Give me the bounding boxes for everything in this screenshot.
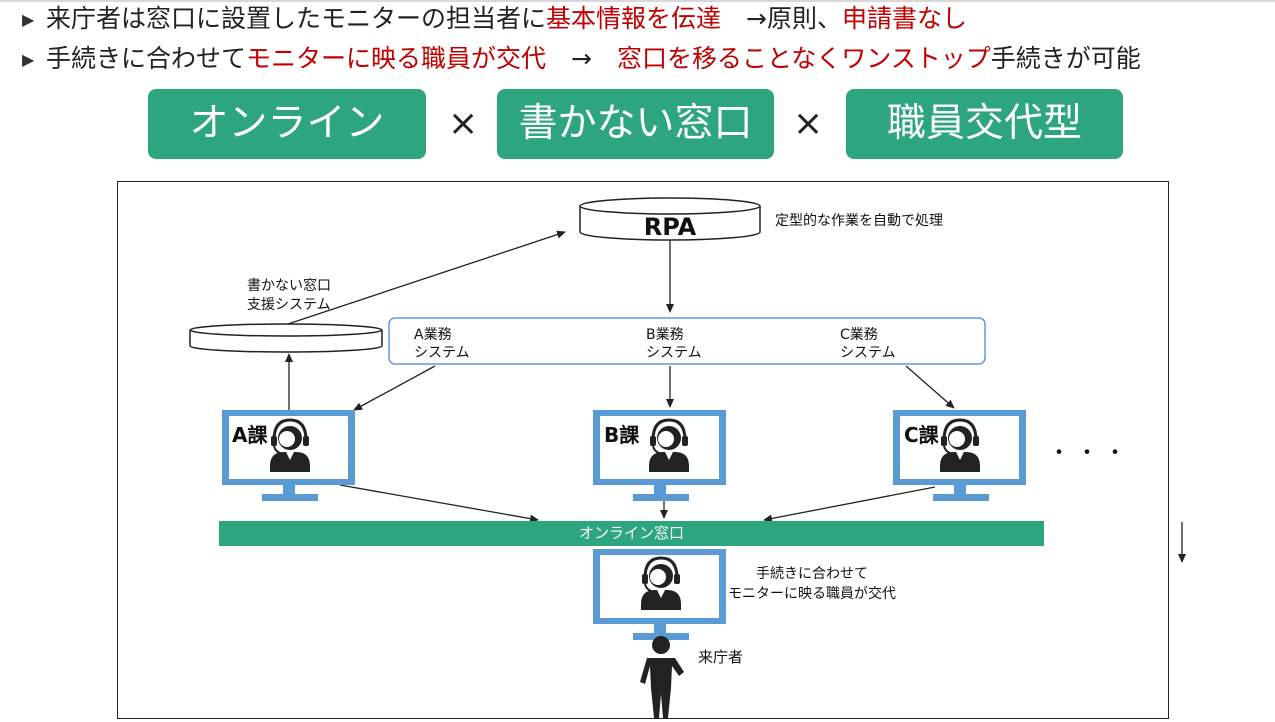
rpa-note: 定型的な作業を自動で処理 [775,213,943,229]
top-rule [0,0,1275,2]
arrow-support-to-rpa [287,230,566,325]
monitor-a [222,410,355,501]
arrow-a-to-online [339,484,539,523]
times-sign-1: × [448,103,479,144]
monitor-visitor [593,549,726,640]
header-line-1-text: 来庁者は窓口に設置したモニターの担当者に [46,4,547,33]
section-a-label: A課 [232,423,268,447]
arrow-c-to-online [763,486,936,523]
system-b-label-2: システム [646,345,702,361]
visitor-person-icon [640,636,684,718]
more-sections-ellipsis: ・・・ [1048,441,1133,466]
header-line-2-arrow-text: → [546,44,617,73]
header-line-2-tail: 手続きが可能 [990,44,1141,73]
online-window-band: オンライン窓口 [219,521,1044,546]
visitor-label: 来庁者 [698,648,744,666]
header-line-1: ▶ 来庁者は窓口に設置したモニターの担当者に基本情報を伝達 →原則、申請書なし [22,2,967,36]
header-line-1-emphasis: 基本情報を伝達 [546,4,722,33]
rpa-database [579,197,761,241]
support-system-database [189,323,383,353]
support-system-label-1: 書かない窓口 [247,278,331,294]
system-c-label-2: システム [840,345,896,361]
header-line-2-emphasis-2: 窓口を移ることなくワンストップ [616,44,991,73]
support-system-label-2: 支援システム [247,297,331,313]
system-a-label-1: A業務 [414,327,452,343]
diagram-frame [117,181,1169,719]
monitor-c [893,410,1026,501]
header-line-2-text: 手続きに合わせて [46,44,247,73]
header-line-2: ▶ 手続きに合わせてモニターに映る職員が交代 → 窓口を移ることなくワンストップ手… [22,42,1141,76]
concept-staff-change: 職員交代型 [846,89,1123,159]
rpa-label: RPA [643,213,697,241]
visitor-monitor-note-2: モニターに映る職員が交代 [728,586,896,602]
section-c-label: C課 [904,423,939,447]
bullet-marker: ▶ [22,50,35,69]
concept-no-writing-window: 書かない窓口 [497,89,774,159]
bullet-marker: ▶ [22,10,35,29]
concept-online: オンライン [148,89,426,159]
header-line-1-emphasis-2: 申請書なし [841,4,967,33]
monitor-b [593,410,726,501]
header-line-2-emphasis: モニターに映る職員が交代 [246,44,547,73]
visitor-monitor-note-1: 手続きに合わせて [756,566,868,582]
arrow-systems-to-a [353,365,436,411]
arrow-systems-to-c [905,365,955,409]
section-b-label: B課 [604,423,640,447]
times-sign-2: × [793,103,824,144]
system-a-label-2: システム [414,345,470,361]
business-systems-box [388,317,986,365]
system-c-label-1: C業務 [840,327,878,343]
system-b-label-1: B業務 [646,327,684,343]
header-line-1-arrow-text: →原則、 [721,4,842,33]
